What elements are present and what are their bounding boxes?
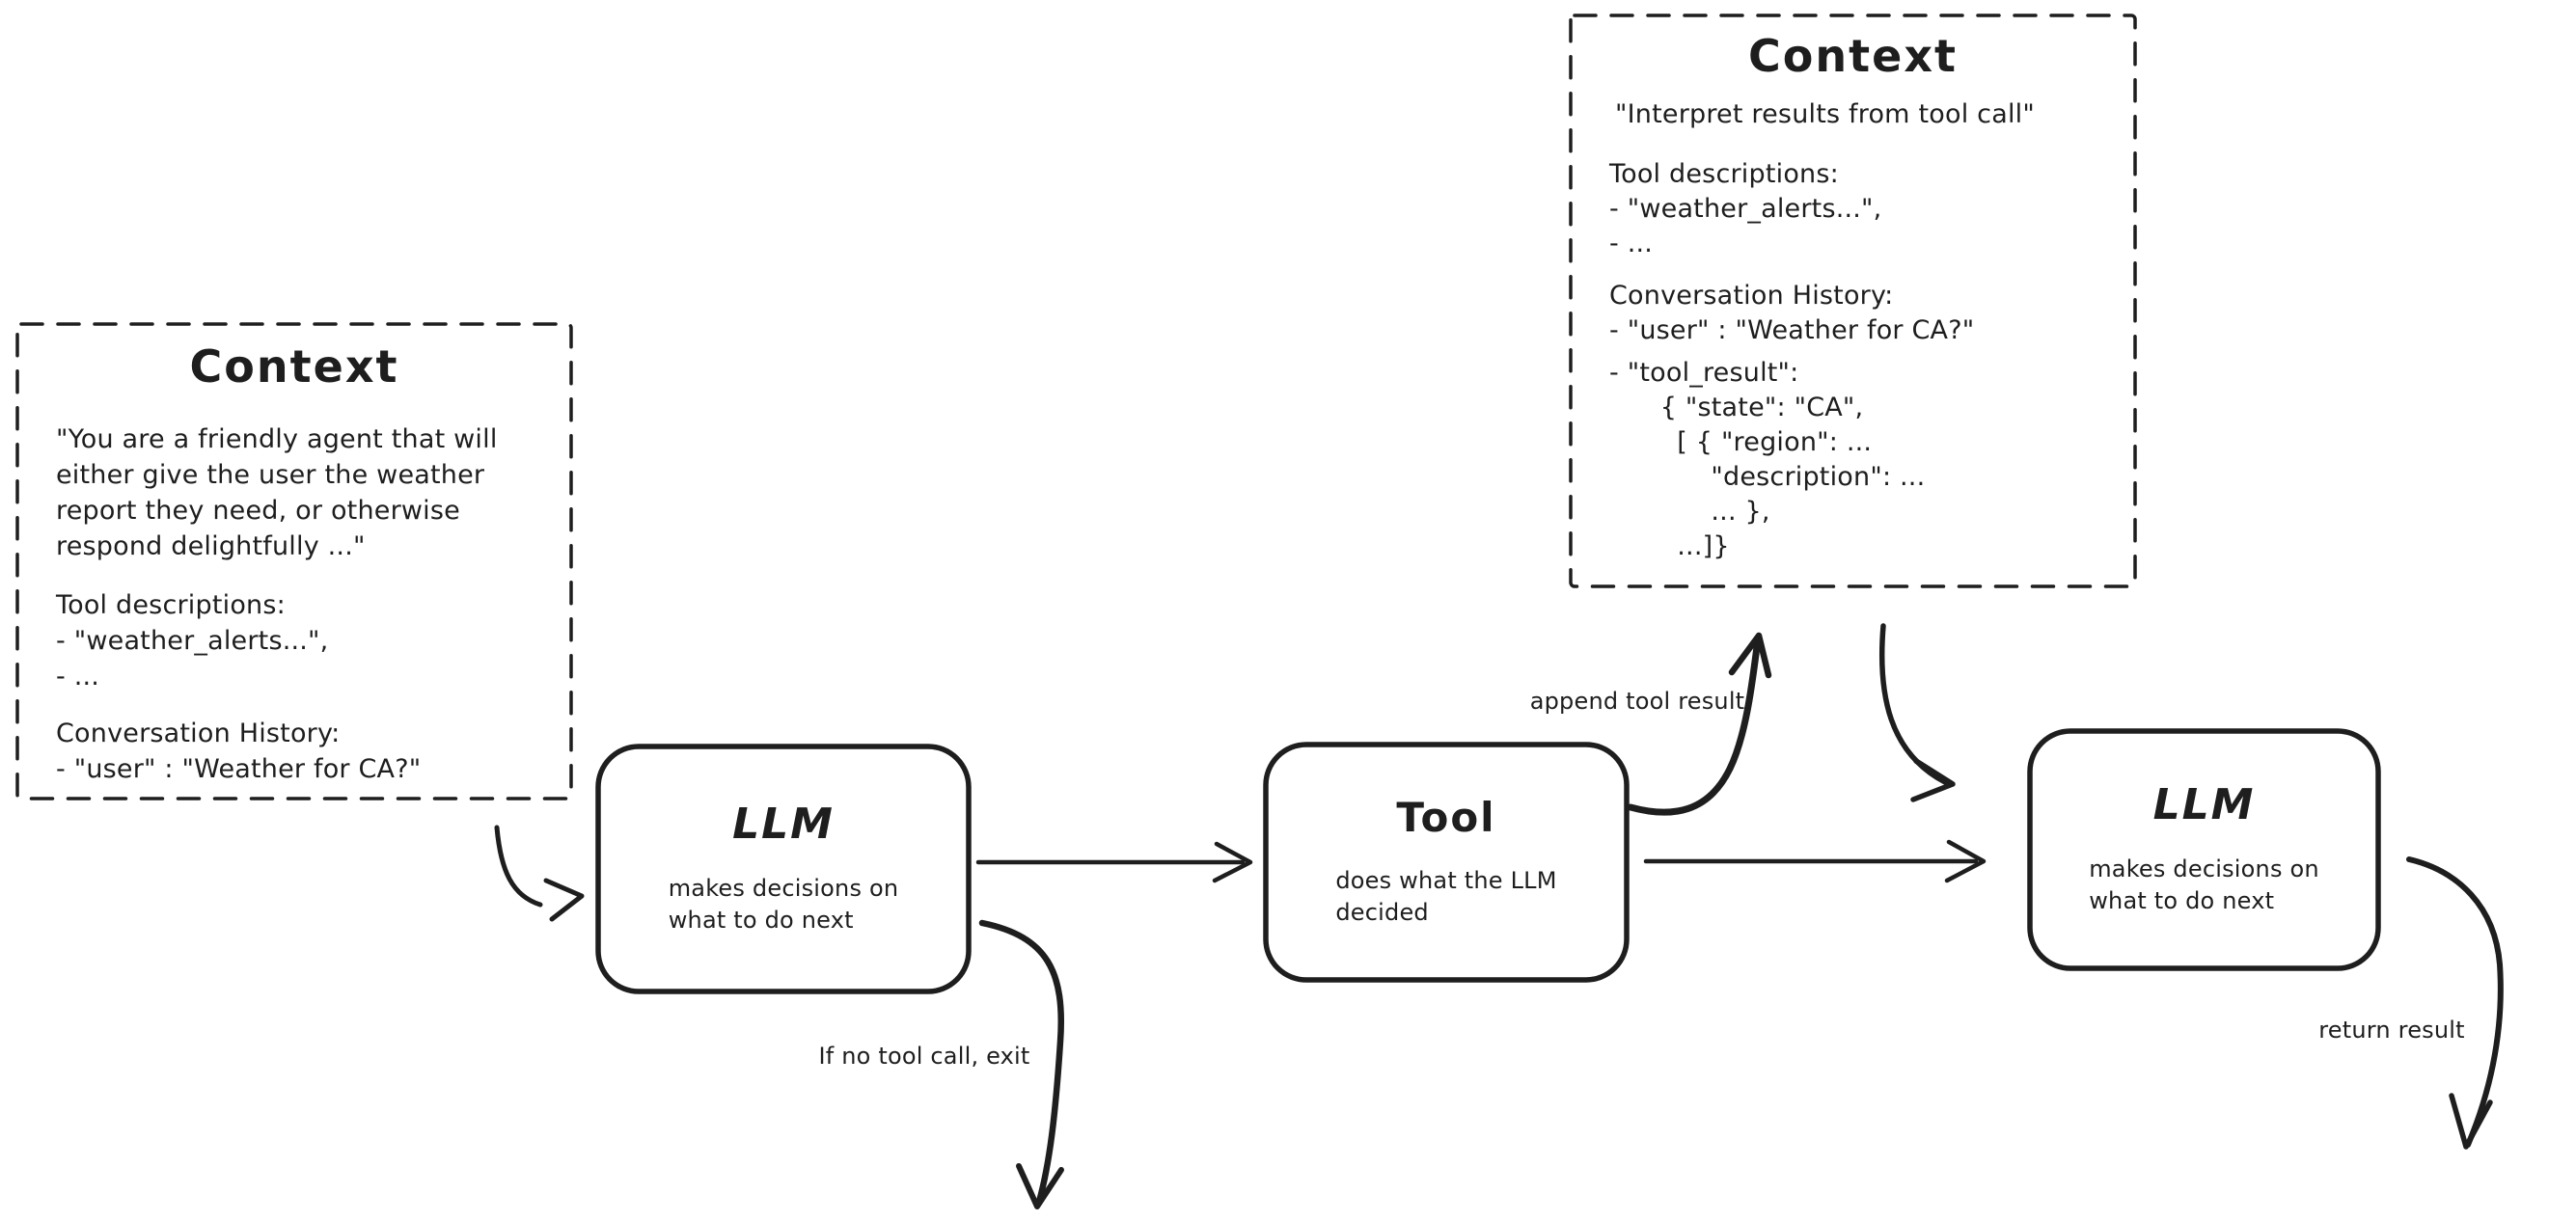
context-top-tool-result: - "tool_result": { "state": "CA", [ { "r…	[1609, 357, 1926, 561]
node-llm-1: LLM makes decisions on what to do next	[596, 745, 971, 993]
context-left-tool-descriptions: Tool descriptions: - "weather_alerts..."…	[56, 589, 329, 692]
context-top-title: Context	[1748, 30, 1958, 82]
arrowhead-tool-to-context-top	[1728, 632, 1772, 679]
context-top-box: Context "Interpret results from tool cal…	[1571, 15, 2135, 586]
context-left-box: Context "You are a friendly agent that w…	[17, 324, 571, 799]
context-top-tool-descriptions: Tool descriptions: - "weather_alerts..."…	[1609, 158, 1882, 258]
arrowhead-context-left-to-llm-1	[543, 878, 585, 922]
llm-2-box-shape	[2027, 728, 2381, 971]
context-top-border	[1569, 14, 2137, 588]
node-llm-1-title: LLM	[732, 799, 835, 849]
node-llm-2-subtitle: makes decisions on what to do next	[2089, 855, 2319, 915]
context-top-conversation-history: Conversation History: - "user" : "Weathe…	[1609, 280, 1975, 345]
node-llm-1-subtitle: makes decisions on what to do next	[668, 875, 899, 935]
node-tool-title: Tool	[1396, 793, 1496, 841]
arrow-context-left-to-llm-1	[494, 825, 543, 908]
arrowhead-context-top-to-llm-2	[1910, 758, 1956, 802]
label-append-tool-result: append tool result	[1529, 688, 1745, 715]
arrow-llm-2-return	[2406, 856, 2504, 1148]
context-left-conversation-history: Conversation History: - "user" : "Weathe…	[56, 718, 422, 784]
context-left-system-prompt: "You are a friendly agent that will eith…	[56, 423, 498, 561]
arrow-tool-to-context-top	[1627, 636, 1762, 816]
node-llm-2: LLM makes decisions on what to do next	[2028, 729, 2380, 970]
arrow-context-top-to-llm-2	[1878, 623, 1948, 785]
label-if-no-tool-call-exit: If no tool call, exit	[818, 1043, 1030, 1070]
node-tool: Tool does what the LLM decided	[1264, 743, 1629, 982]
arrowhead-llm-1-to-tool	[1212, 841, 1253, 883]
tool-box-shape	[1263, 742, 1630, 983]
node-tool-subtitle: does what the LLM decided	[1335, 867, 1557, 927]
context-top-instruction: "Interpret results from tool call"	[1615, 98, 2035, 129]
arrowhead-llm-1-exit	[1016, 1163, 1064, 1209]
arrowhead-llm-2-return	[2449, 1093, 2493, 1150]
context-left-title: Context	[189, 340, 399, 393]
label-return-result: return result	[2318, 1017, 2465, 1044]
node-llm-2-title: LLM	[2152, 779, 2256, 829]
arrowhead-tool-to-llm-2	[1944, 839, 1987, 883]
context-left-border	[15, 322, 573, 800]
arrow-llm-1-exit	[978, 919, 1064, 1206]
llm-1-box-shape	[595, 744, 972, 994]
